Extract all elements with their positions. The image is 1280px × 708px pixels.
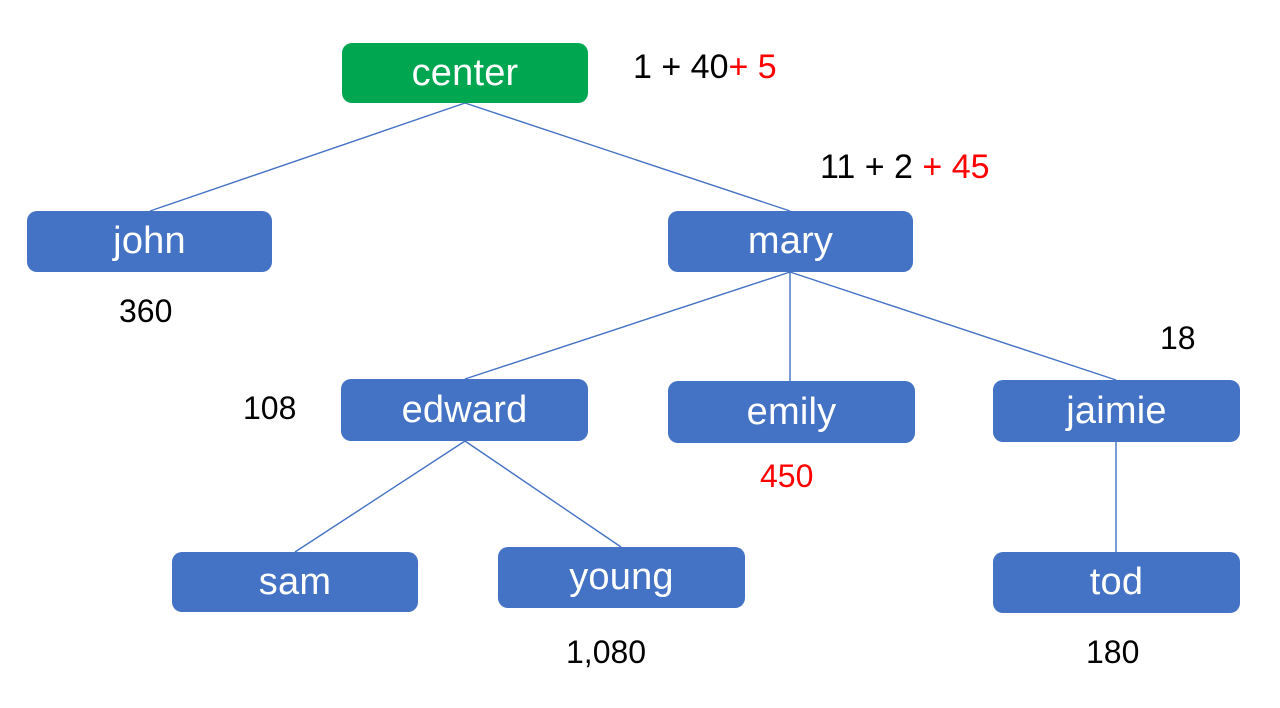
annotation-part: 11 + 2 — [820, 148, 923, 186]
value-label-emily: 450 — [760, 458, 814, 494]
edge-mary-edward — [464, 271, 791, 380]
value-label-john: 360 — [119, 293, 173, 329]
node-sam[interactable]: sam — [172, 552, 418, 612]
edge-center-john — [149, 102, 466, 212]
node-label-tod: tod — [1089, 561, 1144, 603]
node-center[interactable]: center — [342, 43, 588, 103]
node-mary[interactable]: mary — [668, 211, 913, 272]
node-label-mary: mary — [747, 220, 834, 262]
edge-mary-jaimie — [789, 271, 1117, 381]
node-label-young: young — [569, 556, 674, 598]
node-label-edward: edward — [401, 388, 528, 431]
node-label-emily: emily — [746, 390, 837, 433]
value-label-edward: 108 — [243, 390, 297, 426]
annotation-center-expr: 1 + 40+ 5 — [633, 50, 777, 84]
value-label-young: 1,080 — [566, 634, 647, 670]
node-john[interactable]: john — [27, 211, 272, 272]
node-tod[interactable]: tod — [993, 552, 1240, 613]
node-label-john: john — [113, 220, 186, 262]
node-young[interactable]: young — [498, 547, 745, 608]
annotation-mary-expr: 11 + 2 + 45 — [820, 150, 990, 184]
node-emily[interactable]: emily — [668, 381, 915, 443]
value-label-jaimie: 18 — [1160, 320, 1196, 356]
node-label-center: center — [411, 51, 519, 94]
edge-edward-young — [464, 440, 622, 548]
edge-center-mary — [464, 102, 791, 212]
annotation-part: 1 + 40 — [633, 48, 729, 86]
annotation-part: + 5 — [728, 48, 777, 86]
edge-edward-sam — [294, 440, 466, 553]
node-label-sam: sam — [258, 560, 332, 603]
node-edward[interactable]: edward — [341, 379, 588, 441]
annotation-part: + 45 — [922, 148, 990, 186]
node-jaimie[interactable]: jaimie — [993, 380, 1240, 442]
node-label-jaimie: jaimie — [1066, 389, 1167, 432]
value-label-tod: 180 — [1086, 634, 1140, 670]
